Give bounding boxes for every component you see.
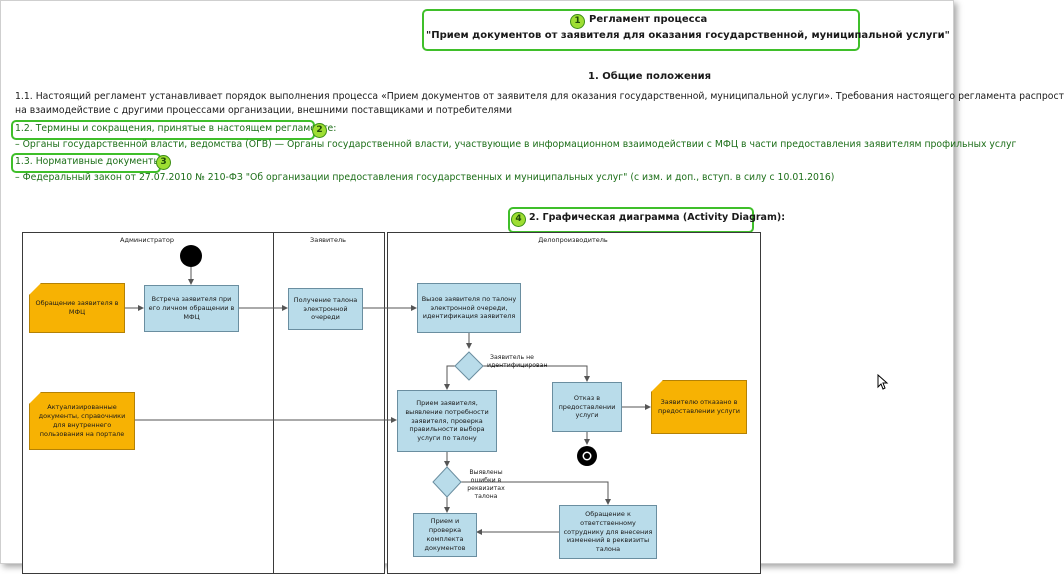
note-mfc-appeal: Обращение заявителя в МФЦ [29, 283, 125, 333]
note-service-refused: Заявителю отказано в предоставлении услу… [651, 380, 747, 434]
document-title: Регламент процесса [589, 14, 708, 25]
document-subtitle: "Прием документов от заявителя для оказа… [426, 30, 950, 41]
guard-ticket-errors: Выявлены ошибки в реквизитах талона [467, 469, 505, 501]
paragraph-1-1-line2: на взаимодействие с другими процессами о… [15, 105, 513, 116]
lane-header-applicant: Заявитель [310, 236, 346, 244]
terms-heading: 1.2. Термины и сокращения, принятые в на… [15, 123, 337, 134]
decision-diamond-identify [454, 351, 484, 381]
mouse-cursor-icon [877, 373, 889, 390]
norm-text: – Федеральный закон от 27.07.2010 № 210-… [15, 172, 835, 183]
activity-call-applicant: Вызов заявителя по талону электронной оч… [417, 283, 521, 333]
activity-refuse-service: Отказ в предоставлении услуги [552, 382, 622, 432]
activity-meet-applicant: Встреча заявителя при его личном обращен… [144, 285, 239, 332]
callout-badge-1: 1 [570, 14, 585, 29]
note-portal-documents: Актуализированные документы, справочники… [29, 392, 135, 450]
initial-node [180, 245, 202, 267]
terms-text: – Органы государственной власти, ведомст… [15, 139, 1017, 150]
title-highlight [422, 9, 860, 51]
norm-heading: 1.3. Нормативные документы: [15, 156, 164, 167]
diagram-heading: 2. Графическая диаграмма (Activity Diagr… [529, 212, 785, 223]
activity-contact-responsible: Обращение к ответственному сотруднику дл… [559, 505, 657, 559]
lane-header-administrator: Администратор [120, 236, 174, 244]
activity-receive-applicant: Прием заявителя, выявление потребности з… [397, 390, 497, 452]
callout-badge-2: 2 [312, 123, 327, 138]
lane-header-clerk: Делопроизводитель [538, 236, 608, 244]
guard-not-identified: Заявитель не идентифицирован [487, 354, 548, 370]
callout-badge-3: 3 [156, 155, 171, 170]
paragraph-1-1-line1: 1.1. Настоящий регламент устанавливает п… [15, 91, 1064, 102]
callout-badge-4: 4 [511, 212, 526, 227]
diagram-connectors [125, 245, 651, 535]
section-heading-general: 1. Общие положения [588, 71, 712, 82]
activity-get-ticket: Получение талона электронной очереди [288, 288, 363, 330]
activity-check-documents: Прием и проверка комплекта документов [413, 513, 477, 557]
decision-diamond-errors [432, 466, 462, 498]
